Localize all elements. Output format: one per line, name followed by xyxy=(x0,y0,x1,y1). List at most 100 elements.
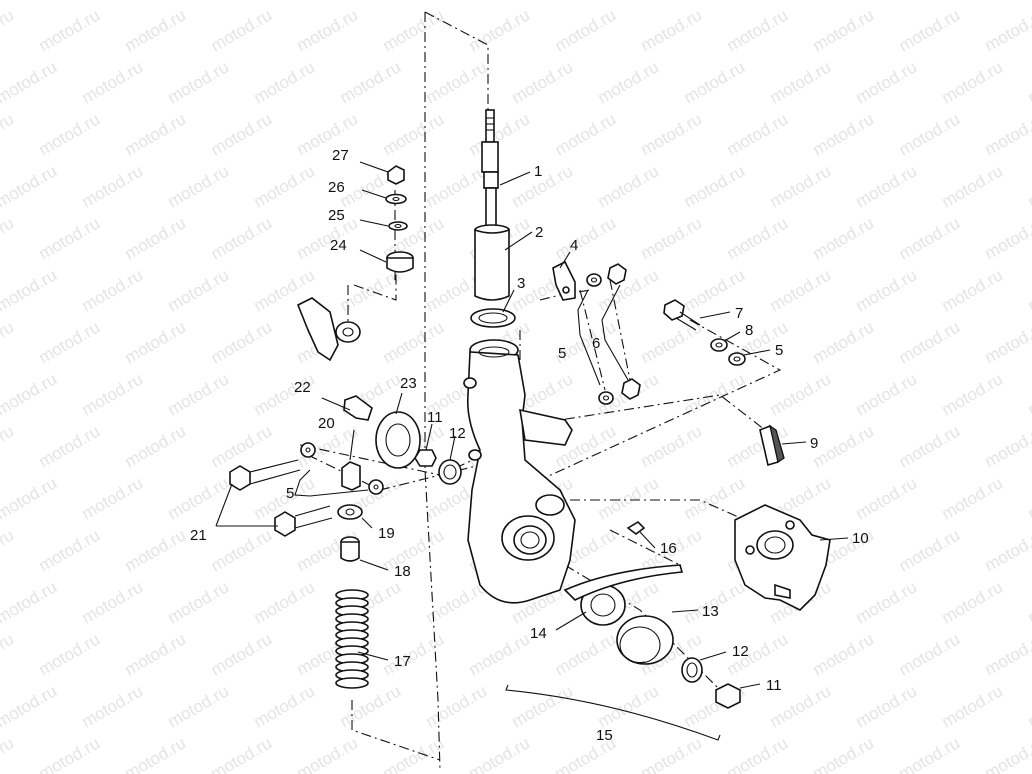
watermark-text: motod.ru xyxy=(1025,161,1032,211)
watermark-text: motod.ru xyxy=(0,369,60,419)
watermark-text: motod.ru xyxy=(552,109,620,159)
watermark-text: motod.ru xyxy=(0,0,60,3)
callout-12b: 12 xyxy=(732,643,749,660)
part-spring-17 xyxy=(335,589,369,689)
watermark-text: motod.ru xyxy=(294,109,362,159)
callout-11a: 11 xyxy=(427,409,443,426)
watermark-text: motod.ru xyxy=(165,57,233,107)
watermark-text: motod.ru xyxy=(208,525,276,575)
part-nut-11 xyxy=(414,449,741,709)
watermark-text: motod.ru xyxy=(36,5,104,55)
watermark-text: motod.ru xyxy=(853,0,921,3)
watermark-text: motod.ru xyxy=(810,629,878,679)
callout-23: 23 xyxy=(400,375,417,392)
watermark-text: motod.ru xyxy=(0,525,17,575)
callout-12a: 12 xyxy=(449,425,466,442)
watermark-text: motod.ru xyxy=(79,57,147,107)
watermark-text: motod.ru xyxy=(380,733,448,774)
callout-5c: 5 xyxy=(286,485,294,502)
watermark-text: motod.ru xyxy=(208,421,276,471)
watermark-text: motod.ru xyxy=(853,473,921,523)
watermark-text: motod.ru xyxy=(208,733,276,774)
watermark-text: motod.ru xyxy=(767,57,835,107)
watermark-text: motod.ru xyxy=(0,681,60,731)
watermark-text: motod.ru xyxy=(810,5,878,55)
watermark-text: motod.ru xyxy=(767,265,835,315)
watermark-text: motod.ru xyxy=(982,629,1032,679)
watermark-text: motod.ru xyxy=(810,317,878,367)
watermark-text: motod.ru xyxy=(337,265,405,315)
watermark-text: motod.ru xyxy=(595,57,663,107)
callout-5b: 5 xyxy=(775,342,783,359)
watermark-text: motod.ru xyxy=(165,161,233,211)
watermark-text: motod.ru xyxy=(595,265,663,315)
callout-4: 4 xyxy=(570,237,578,254)
watermark-text: motod.ru xyxy=(0,57,60,107)
watermark-text: motod.ru xyxy=(638,733,706,774)
watermark-text: motod.ru xyxy=(939,473,1007,523)
callout-8: 8 xyxy=(745,322,753,339)
watermark-text: motod.ru xyxy=(122,421,190,471)
part-bushing-22 xyxy=(343,395,373,421)
watermark-text: motod.ru xyxy=(36,733,104,774)
watermark-text: motod.ru xyxy=(939,57,1007,107)
watermark-text: motod.ru xyxy=(982,525,1032,575)
watermark-text: motod.ru xyxy=(853,369,921,419)
watermark-text: motod.ru xyxy=(853,681,921,731)
watermark-text: motod.ru xyxy=(165,577,233,627)
callout-24: 24 xyxy=(330,237,347,254)
watermark-text: motod.ru xyxy=(767,369,835,419)
callout-labels: 1 2 3 4 5 6 7 8 5 9 10 11 12 13 14 15 16… xyxy=(190,147,869,744)
watermark-text: motod.ru xyxy=(681,0,749,3)
watermark-text: motod.ru xyxy=(122,213,190,263)
watermark-text: motod.ru xyxy=(294,733,362,774)
part-brake-pad-9 xyxy=(759,424,785,467)
watermark-text: motod.ru xyxy=(1025,57,1032,107)
watermark-text: motod.ru xyxy=(466,629,534,679)
watermark-text: motod.ru xyxy=(810,421,878,471)
watermark-text: motod.ru xyxy=(423,57,491,107)
watermark-text: motod.ru xyxy=(208,109,276,159)
callout-3: 3 xyxy=(517,275,525,292)
watermark-text: motod.ru xyxy=(79,577,147,627)
watermark-text: motod.ru xyxy=(853,577,921,627)
watermark-text: motod.ru xyxy=(896,5,964,55)
watermark-text: motod.ru xyxy=(208,629,276,679)
watermark-text: motod.ru xyxy=(251,57,319,107)
watermark-text: motod.ru xyxy=(896,213,964,263)
watermark-text: motod.ru xyxy=(0,317,17,367)
callout-2: 2 xyxy=(535,224,543,241)
watermark-text: motod.ru xyxy=(724,213,792,263)
watermark-text: motod.ru xyxy=(0,421,17,471)
watermark-text: motod.ru xyxy=(853,57,921,107)
part-washers-nuts-upper xyxy=(586,263,641,405)
callout-27: 27 xyxy=(332,147,349,164)
watermark-text: motod.ru xyxy=(423,681,491,731)
watermark-text: motod.ru xyxy=(165,0,233,3)
watermark-text: motod.ru xyxy=(0,733,17,774)
watermark-text: motod.ru xyxy=(595,0,663,3)
part-bracket-4 xyxy=(552,260,576,301)
watermark-text: motod.ru xyxy=(79,265,147,315)
watermark-text: motod.ru xyxy=(122,109,190,159)
watermark-text: motod.ru xyxy=(79,681,147,731)
watermark-text: motod.ru xyxy=(0,265,60,315)
watermark-text: motod.ru xyxy=(208,317,276,367)
watermark-text: motod.ru xyxy=(337,681,405,731)
part-washer-19 xyxy=(337,504,363,520)
watermark-text: motod.ru xyxy=(79,0,147,3)
watermark-text: motod.ru xyxy=(681,161,749,211)
watermark-text: motod.ru xyxy=(939,0,1007,3)
watermark-text: motod.ru xyxy=(982,213,1032,263)
watermark-text: motod.ru xyxy=(681,473,749,523)
part-bolts-21 xyxy=(229,459,333,537)
watermark-text: motod.ru xyxy=(423,0,491,3)
watermark-text: motod.ru xyxy=(724,109,792,159)
watermark-text: motod.ru xyxy=(466,5,534,55)
part-stack-24-27 xyxy=(385,165,414,273)
watermark-text: motod.ru xyxy=(251,577,319,627)
watermark-text: motod.ru xyxy=(509,681,577,731)
watermark-text: motod.ru xyxy=(638,109,706,159)
callout-5a: 5 xyxy=(558,345,566,362)
